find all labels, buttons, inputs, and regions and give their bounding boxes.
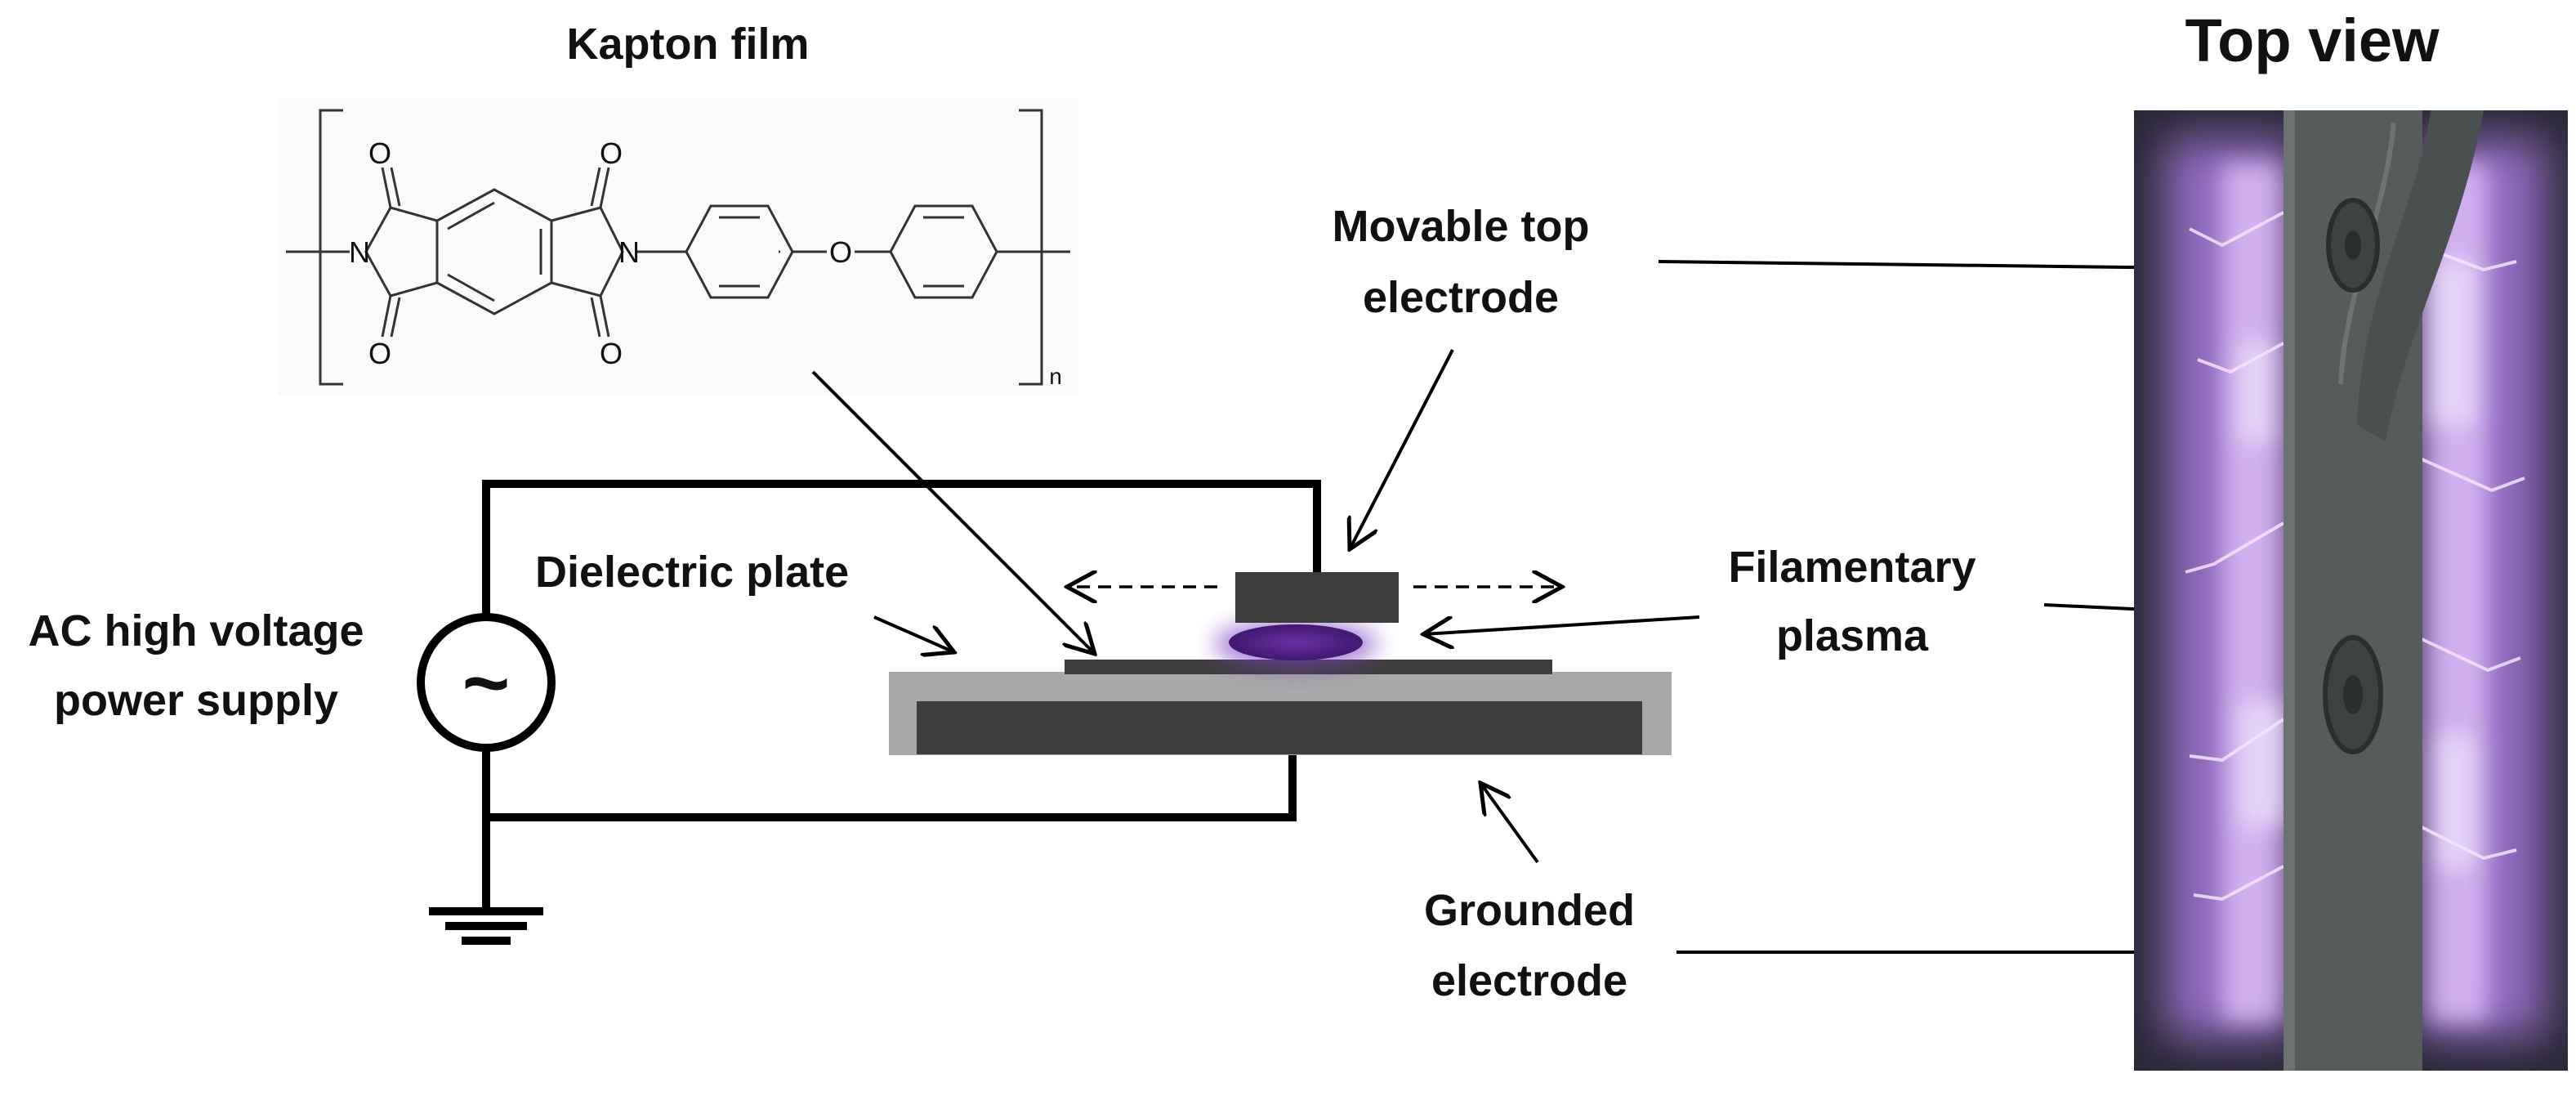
movable-electrode-label-1: Movable top (1332, 202, 1589, 251)
kapton-title: Kapton film (567, 20, 810, 69)
top-view-photo (2134, 110, 2568, 1071)
atom-n-1: N (349, 235, 370, 269)
grounded-electrode-label-1: Grounded (1424, 886, 1635, 935)
top-view-title: Top view (2185, 7, 2440, 74)
ground-symbol-icon (429, 907, 543, 945)
atom-o-ether: O (829, 235, 852, 269)
atom-n-2: N (618, 235, 640, 269)
filamentary-plasma-label-1: Filamentary (1728, 543, 1976, 592)
filamentary-plasma-label-2: plasma (1776, 611, 1929, 660)
ac-source-icon: ~ (417, 613, 556, 752)
electrode-stack (889, 572, 1672, 755)
dielectric-plate-label: Dielectric plate (535, 548, 849, 597)
power-supply-label-2: power supply (54, 676, 338, 725)
atom-o-2: O (600, 136, 623, 170)
circuit-wires (482, 480, 1321, 911)
atom-o-3: O (368, 337, 391, 370)
grounded-electrode-label-2: electrode (1431, 956, 1627, 1005)
atom-o-1: O (368, 136, 391, 170)
power-supply-label-1: AC high voltage (28, 606, 364, 655)
atom-o-4: O (600, 337, 623, 370)
kapton-atom-labels: O O O O N N O n (349, 136, 1062, 389)
filamentary-plasma (1229, 624, 1363, 660)
kapton-film-sample (1065, 660, 1552, 674)
kapton-structure (278, 98, 1078, 396)
movable-electrode-label-2: electrode (1363, 273, 1559, 322)
repeat-subscript: n (1049, 364, 1062, 389)
ac-symbol: ~ (462, 637, 510, 729)
movable-top-electrode (1235, 572, 1399, 623)
grounded-electrode (917, 701, 1642, 754)
